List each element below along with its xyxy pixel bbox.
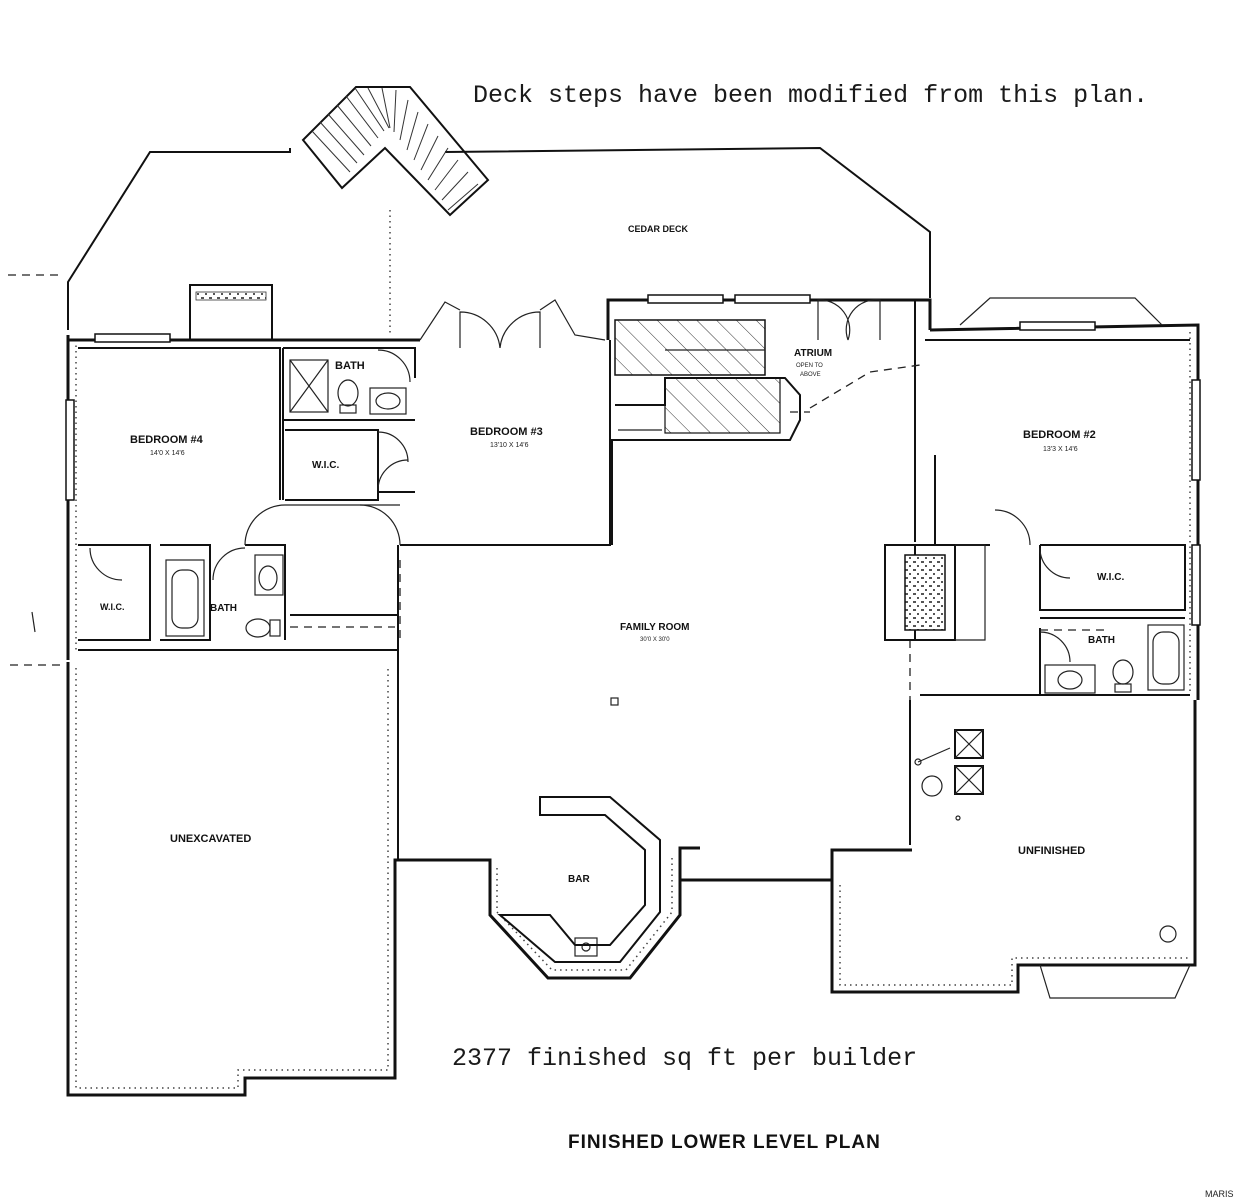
bath-left-label: BATH: [210, 603, 237, 614]
atrium-label: ATRIUM: [794, 348, 832, 359]
plan-title: FINISHED LOWER LEVEL PLAN: [568, 1132, 881, 1153]
cedar-deck: [8, 146, 931, 335]
bath-top-label: BATH: [335, 360, 365, 372]
cedar-deck-label: CEDAR DECK: [628, 224, 689, 234]
family-room-dimensions: 30'0 X 30'0: [640, 637, 670, 643]
bar-counter: [497, 796, 661, 963]
bedroom-2-label: BEDROOM #2: [1023, 429, 1096, 441]
bath-right-label: BATH: [1088, 635, 1115, 646]
watermark: MARIS: [1205, 1189, 1234, 1199]
interior-stairs: [614, 319, 781, 434]
bedroom-4-dimensions: 14'0 X 14'6: [150, 450, 185, 457]
fireplace: [884, 544, 986, 641]
exterior-walls: [66, 297, 1200, 1097]
interior-walls: [78, 300, 1190, 860]
atrium-above-label: ABOVE: [800, 372, 821, 378]
bedroom-4-label: BEDROOM #4: [130, 434, 204, 446]
chimney: [189, 284, 273, 341]
finished-sqft-note: 2377 finished sq ft per builder: [452, 1044, 917, 1073]
windows: [65, 294, 1201, 626]
bedroom-3-label: BEDROOM #3: [470, 426, 543, 438]
family-room-label: FAMILY ROOM: [620, 622, 689, 633]
wic-right-label: W.I.C.: [1097, 572, 1124, 583]
deck-modified-note: Deck steps have been modified from this …: [473, 81, 1148, 110]
atrium-open-to-label: OPEN TO: [796, 363, 823, 369]
wic-left-label: W.I.C.: [100, 602, 125, 612]
deck-stairs: [301, 86, 490, 217]
mechanical-equipment: [610, 697, 1177, 943]
doors: [89, 299, 1071, 663]
bedroom-3-dimensions: 13'10 X 14'6: [490, 442, 529, 449]
wic-mid-label: W.I.C.: [312, 460, 339, 471]
plumbing-fixtures: [165, 359, 1185, 957]
unexcavated-label: UNEXCAVATED: [170, 833, 251, 845]
bar-label: BAR: [568, 874, 590, 885]
bedroom-2-dimensions: 13'3 X 14'6: [1043, 446, 1078, 453]
unfinished-label: UNFINISHED: [1018, 845, 1085, 857]
